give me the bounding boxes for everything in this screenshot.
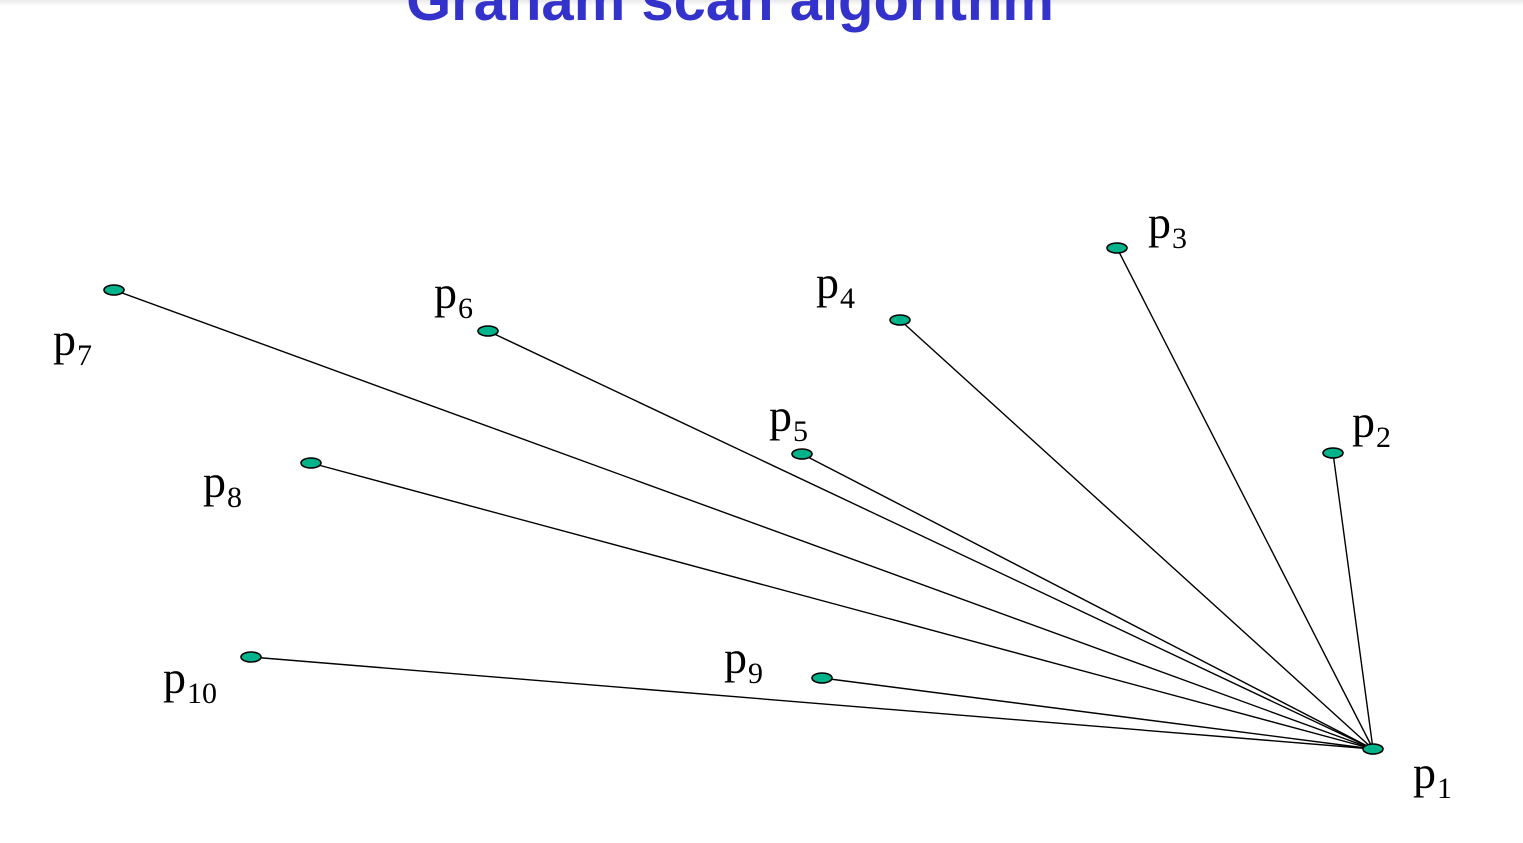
edge-p1-p2 (1332, 452, 1374, 750)
edge-p1-p10 (250, 656, 1374, 750)
point-label-base: p (203, 456, 226, 507)
point-p9 (811, 672, 833, 684)
point-p2 (1322, 447, 1344, 459)
point-label-subscript: 5 (793, 415, 808, 448)
point-label-base: p (163, 652, 186, 703)
point-label-p7: p7 (53, 314, 92, 372)
point-label-base: p (769, 390, 792, 441)
edge-p1-p7 (113, 289, 1374, 750)
point-group (103, 242, 1384, 755)
point-p5 (791, 448, 813, 460)
point-label-p1: p1 (1413, 747, 1452, 805)
edge-p1-p4 (899, 319, 1374, 750)
point-label-p10: p10 (163, 652, 217, 710)
point-label-base: p (816, 257, 839, 308)
point-label-subscript: 7 (77, 339, 92, 372)
point-p10 (240, 651, 262, 663)
point-label-subscript: 4 (840, 282, 855, 315)
point-label-p5: p5 (769, 390, 808, 448)
point-label-p3: p3 (1148, 197, 1187, 255)
top-edge-shade (0, 0, 1523, 6)
point-p1 (1362, 743, 1384, 755)
page-title: Graham scan algorithm (406, 0, 1054, 33)
point-label-subscript: 8 (227, 481, 242, 514)
point-label-subscript: 10 (187, 677, 217, 710)
point-label-base: p (1413, 747, 1436, 798)
point-label-base: p (1352, 396, 1375, 447)
point-label-p8: p8 (203, 456, 242, 514)
point-p6 (477, 325, 499, 337)
point-label-base: p (724, 632, 747, 683)
point-label-subscript: 6 (458, 292, 473, 325)
point-label-base: p (434, 267, 457, 318)
point-label-base: p (53, 314, 76, 365)
edge-p1-p8 (310, 462, 1374, 750)
point-label-p4: p4 (816, 257, 855, 315)
point-label-subscript: 9 (748, 657, 763, 690)
edge-p1-p3 (1116, 247, 1374, 750)
point-label-p6: p6 (434, 267, 473, 325)
edge-p1-p6 (487, 330, 1374, 750)
point-label-subscript: 2 (1376, 421, 1391, 454)
edge-p1-p5 (801, 453, 1374, 750)
point-label-subscript: 3 (1172, 222, 1187, 255)
point-p8 (300, 457, 322, 469)
edge-p1-p9 (821, 677, 1374, 750)
point-label-p9: p9 (724, 632, 763, 690)
point-label-subscript: 1 (1437, 772, 1452, 805)
point-p4 (889, 314, 911, 326)
edge-group (113, 247, 1374, 750)
point-label-base: p (1148, 197, 1171, 248)
point-p3 (1106, 242, 1128, 254)
point-p7 (103, 284, 125, 296)
point-label-p2: p2 (1352, 396, 1391, 454)
